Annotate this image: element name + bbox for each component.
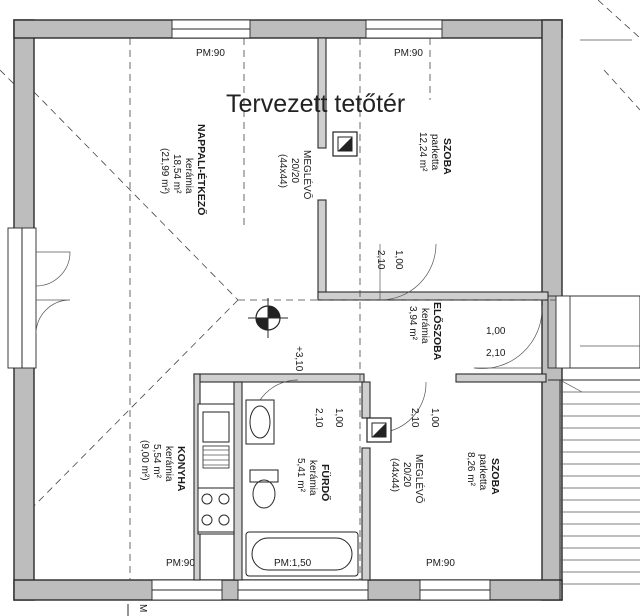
room-label-szoba-top: SZOBA parketta 12,24 m² — [417, 132, 453, 175]
level-marker-symbol — [248, 298, 288, 338]
svg-text:1,00: 1,00 — [333, 408, 344, 428]
chimney-bottom — [366, 417, 392, 443]
door-label-szoba-top: 2,10 1,00 — [375, 250, 404, 270]
chimney-top — [332, 131, 358, 157]
svg-text:kerámia: kerámia — [307, 460, 318, 496]
roof-lines — [33, 38, 560, 580]
svg-text:(44x44): (44x44) — [389, 458, 400, 492]
svg-text:MEGLÉVŐ: MEGLÉVŐ — [301, 150, 315, 200]
svg-text:3,94 m²: 3,94 m² — [407, 306, 418, 341]
svg-text:5,41 m²: 5,41 m² — [295, 458, 306, 493]
room-label-nappali: NAPPALI-ÉTKEZŐ kerámia 18,54 m² (21,99 m… — [159, 124, 208, 215]
staircase — [547, 295, 640, 600]
svg-text:kerámia: kerámia — [419, 308, 430, 344]
svg-text:M: M — [137, 604, 148, 612]
svg-text:8,26 m²: 8,26 m² — [465, 452, 476, 487]
chimney-label-bottom: MEGLÉVŐ 20/20 (44x44) — [389, 454, 427, 504]
room-label-konyha: KONYHA kerámia 5,54 m² (9,00 m²) — [139, 440, 187, 492]
window-label-top-left: PM:90 — [196, 48, 225, 59]
room-label-szoba-bottom: SZOBA parketta 8,26 m² — [465, 452, 501, 495]
svg-text:(44x44): (44x44) — [277, 154, 288, 188]
svg-text:1,00: 1,00 — [486, 326, 506, 337]
door-label-furdo: 1,00 2,10 — [313, 408, 344, 428]
window-label-top-right: PM:90 — [394, 48, 423, 59]
svg-text:20/20: 20/20 — [289, 158, 300, 183]
svg-text:FÜRDŐ: FÜRDŐ — [319, 464, 332, 501]
svg-text:1,00: 1,00 — [429, 408, 440, 428]
svg-text:20/20: 20/20 — [401, 462, 412, 487]
svg-text:kerámia: kerámia — [163, 446, 174, 482]
svg-text:12,24 m²: 12,24 m² — [417, 132, 428, 172]
svg-text:2,10: 2,10 — [313, 408, 324, 428]
svg-text:(21,99 m²): (21,99 m²) — [159, 148, 170, 194]
chimney-label-top: MEGLÉVŐ 20/20 (44x44) — [277, 150, 315, 200]
door-label-entrance: 1,00 2,10 — [486, 326, 506, 359]
window-label-bottom-right: PM:90 — [426, 558, 455, 569]
room-label-furdo: FÜRDŐ kerámia 5,41 m² — [295, 458, 332, 501]
room-label-eloszoba: ELŐSZOBA kerámia 3,94 m² — [407, 302, 444, 361]
svg-text:parketta: parketta — [477, 454, 488, 491]
svg-text:SZOBA: SZOBA — [489, 458, 501, 495]
bathtub — [245, 531, 359, 577]
door-label-szoba-bottom: 1,00 2,10 — [409, 408, 440, 428]
door-swings — [35, 243, 543, 433]
svg-text:18,54 m²: 18,54 m² — [171, 154, 182, 194]
stove — [197, 487, 235, 533]
svg-text:+3,10: +3,10 — [293, 346, 304, 372]
svg-text:2,10: 2,10 — [375, 250, 386, 270]
interior-walls — [193, 37, 549, 581]
svg-text:2,10: 2,10 — [486, 348, 506, 359]
svg-text:SZOBA: SZOBA — [441, 138, 453, 175]
svg-text:1,00: 1,00 — [393, 250, 404, 270]
windows — [7, 19, 491, 601]
bathroom-sink — [245, 399, 275, 445]
svg-text:(9,00 m²): (9,00 m²) — [139, 440, 150, 481]
level-mark: +3,10 — [293, 346, 304, 372]
svg-text:parketta: parketta — [429, 134, 440, 171]
toilet — [249, 469, 279, 509]
plan-title: Tervezett tetőtér — [226, 90, 405, 118]
svg-text:5,54 m²: 5,54 m² — [151, 444, 162, 479]
svg-text:kerámia: kerámia — [183, 158, 194, 194]
window-label-bottom-left: PM:90 — [166, 558, 195, 569]
svg-text:KONYHA: KONYHA — [175, 446, 187, 492]
svg-text:2,10: 2,10 — [409, 408, 420, 428]
svg-text:ELŐSZOBA: ELŐSZOBA — [431, 302, 444, 361]
svg-text:MEGLÉVŐ: MEGLÉVŐ — [413, 454, 427, 504]
window-label-bathroom: PM:1,50 — [274, 558, 312, 569]
bottom-edge-text: M — [137, 604, 148, 612]
svg-text:NAPPALI-ÉTKEZŐ: NAPPALI-ÉTKEZŐ — [195, 124, 208, 215]
